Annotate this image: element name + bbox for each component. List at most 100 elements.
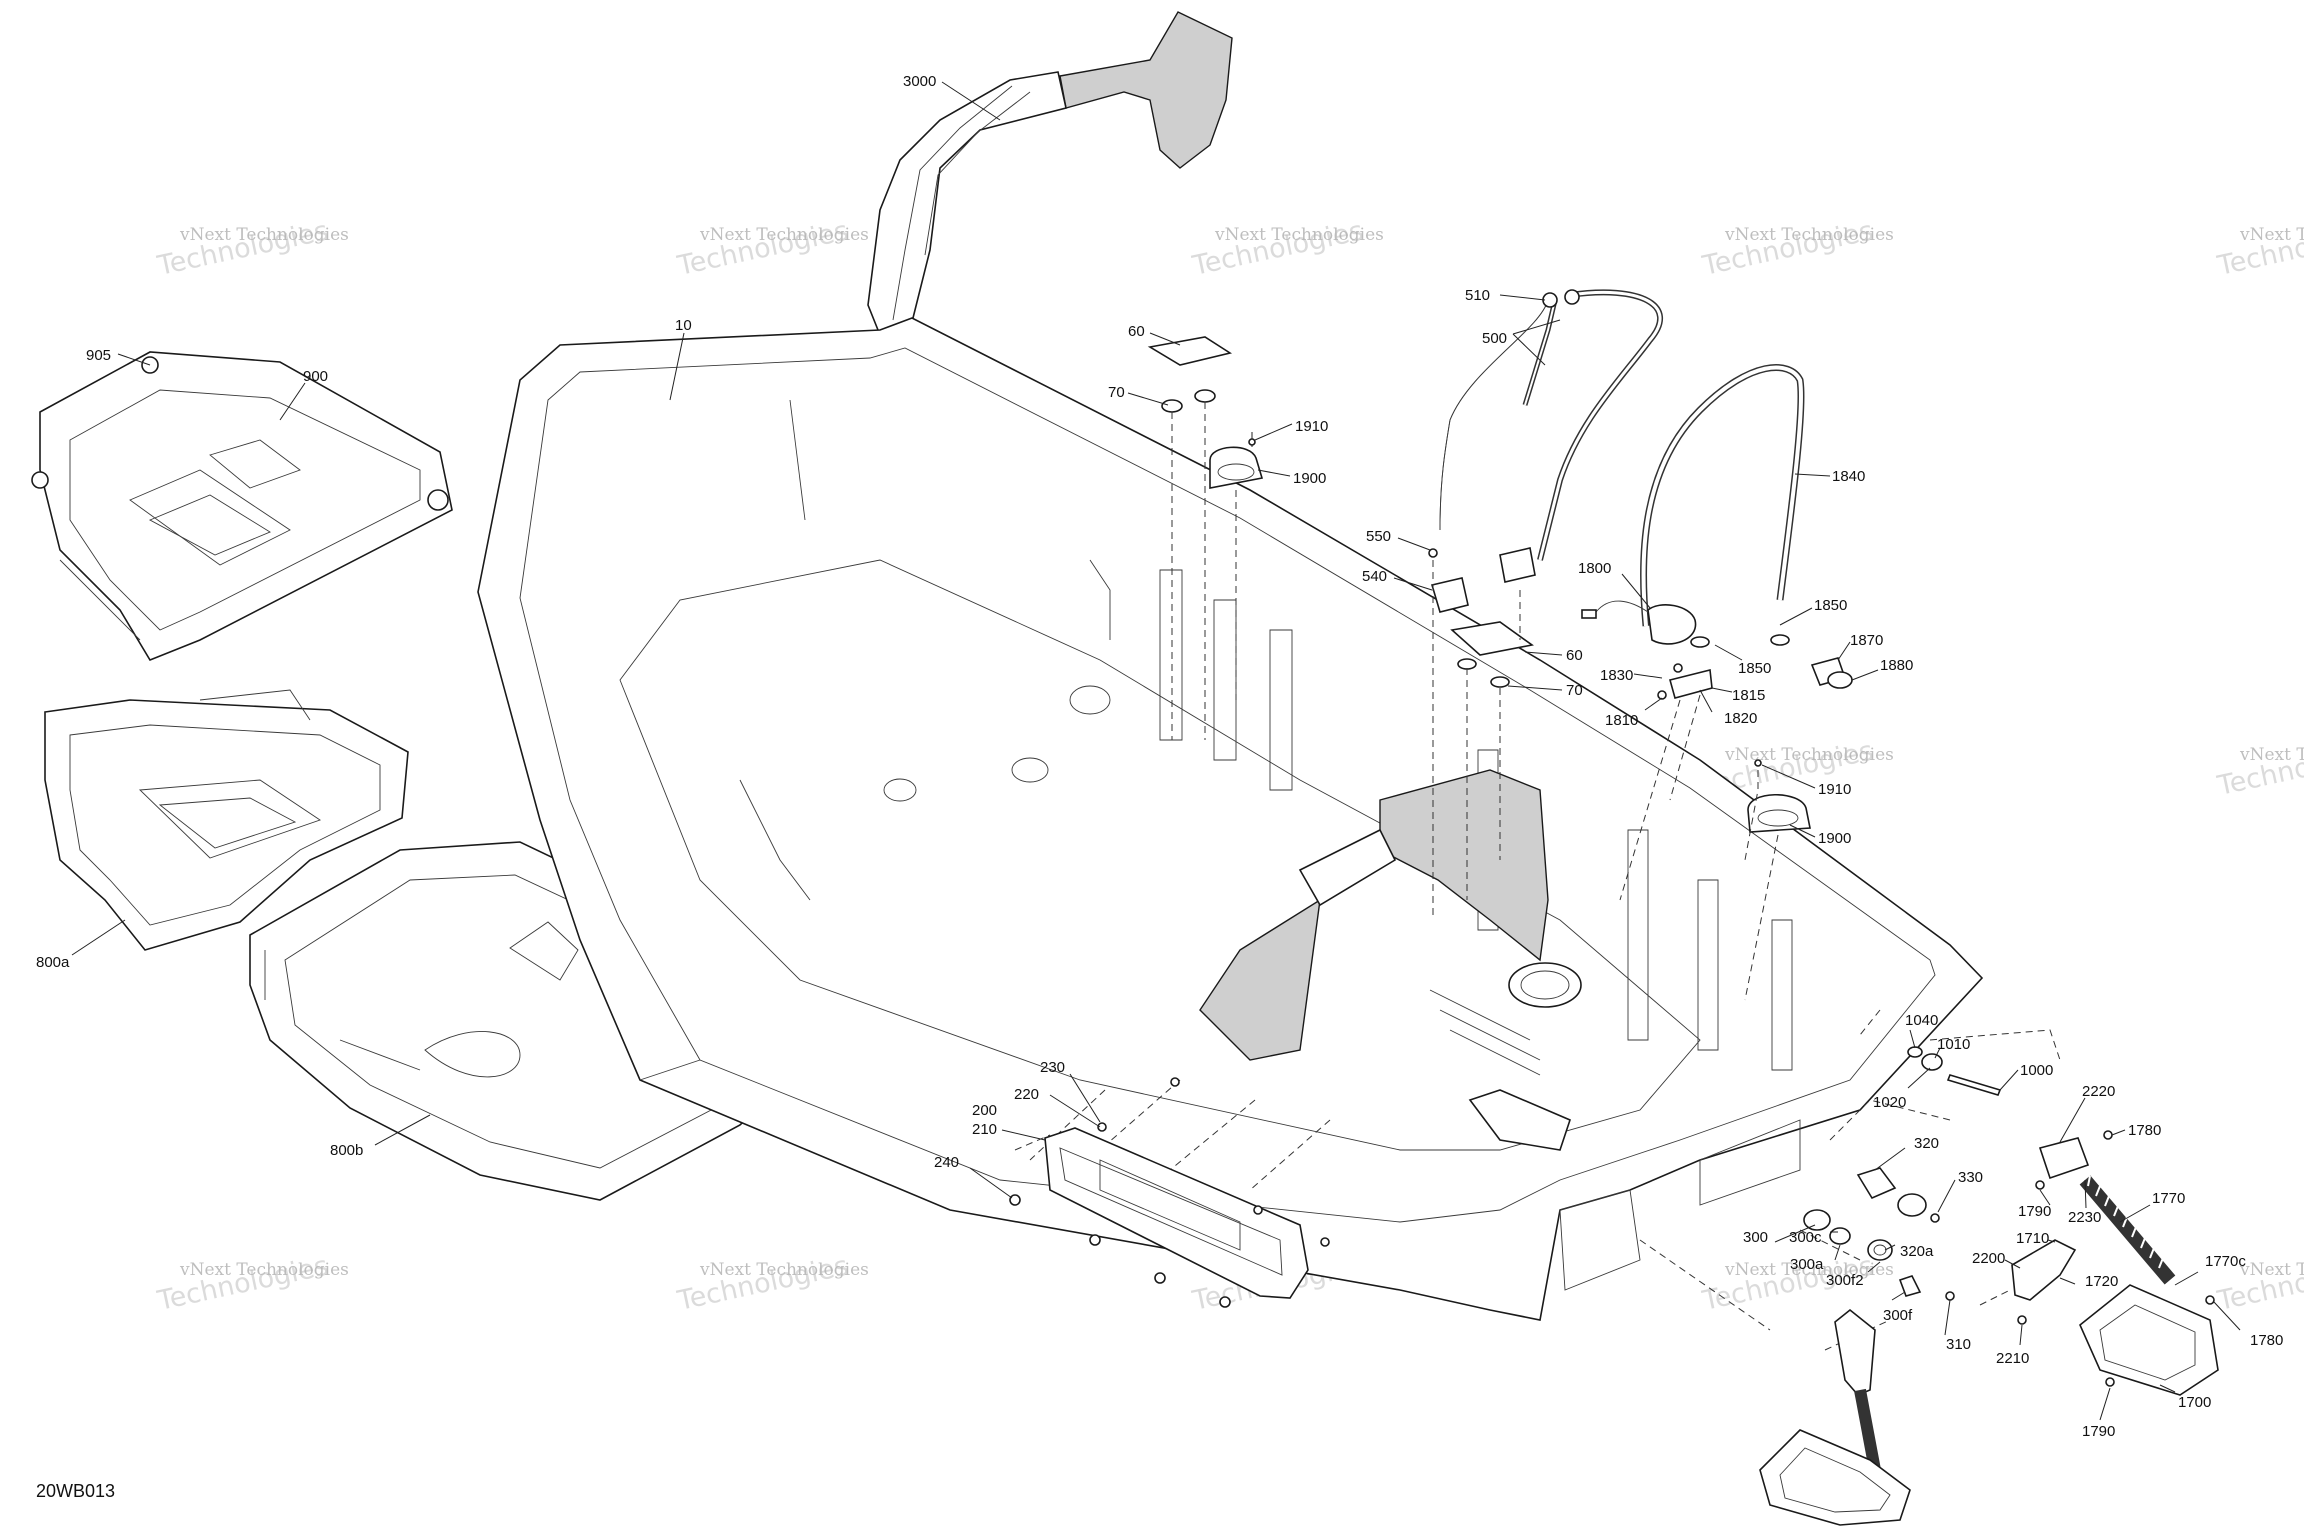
callout-300f: 300f (1883, 1291, 1913, 1324)
svg-text:1790: 1790 (2018, 1203, 2051, 1220)
part-1815-bracket (1669, 669, 1713, 699)
callout-1800: 1800 (1578, 560, 1651, 609)
watermark: vNext Technologies Technologies (674, 215, 869, 282)
svg-text:1040: 1040 (1905, 1012, 1938, 1029)
watermark: vNext Technologies Technologies (1189, 215, 1384, 282)
part-330-screw (1930, 1213, 1940, 1223)
svg-text:510: 510 (1465, 287, 1490, 304)
svg-text:2230: 2230 (2068, 1209, 2101, 1226)
callout-320a: 320a (1884, 1243, 1934, 1260)
watermark: vNext Technologies Technologies (2214, 735, 2304, 802)
assembly-lines (1014, 402, 2061, 1351)
drawing-code: 20WB013 (36, 1481, 115, 1501)
svg-text:1820: 1820 (1724, 710, 1757, 727)
callout-1700: 1700 (2159, 1384, 2211, 1411)
callout-1000: 1000 (1999, 1062, 2053, 1091)
part-550-screw (1428, 548, 1438, 558)
svg-text:1780: 1780 (2250, 1332, 2283, 1349)
callout-1020: 1020 (1873, 1067, 1931, 1111)
svg-text:240: 240 (934, 1154, 959, 1171)
svg-text:1830: 1830 (1600, 667, 1633, 684)
callout-300f2: 300f2 (1826, 1261, 1881, 1289)
svg-text:1815: 1815 (1732, 687, 1765, 704)
svg-text:300: 300 (1743, 1229, 1768, 1246)
svg-text:vNext Technologies: vNext Technologies (699, 225, 869, 245)
callout-1720: 1720 (2059, 1273, 2118, 1290)
part-1800-pump (1581, 600, 1697, 645)
svg-text:905: 905 (86, 347, 111, 364)
watermark: vNext Technologies Technologies (154, 215, 349, 282)
svg-text:1770: 1770 (2152, 1190, 2185, 1207)
svg-text:540: 540 (1362, 568, 1387, 585)
callout-2230: 2230 (2068, 1179, 2101, 1226)
part-1000-bolt (1946, 1074, 2002, 1096)
part-1040-washer (1907, 1046, 1923, 1058)
svg-text:900: 900 (303, 368, 328, 385)
callout-300c: 300c (1789, 1229, 1838, 1246)
svg-text:1900: 1900 (1293, 470, 1326, 487)
svg-text:1800: 1800 (1578, 560, 1611, 577)
callout-230: 230 (1040, 1059, 1101, 1123)
svg-text:1850: 1850 (1738, 660, 1771, 677)
part-2220-bracket (2038, 1137, 2090, 1180)
part-230-screws (1097, 1077, 1330, 1247)
svg-text:500: 500 (1482, 330, 1507, 347)
reboarding-ladder-assembly (1759, 1308, 1911, 1526)
part-900-tray (31, 351, 453, 661)
svg-text:vNext Technologies: vNext Technologies (1724, 1260, 1894, 1280)
svg-text:320a: 320a (1900, 1243, 1934, 1260)
part-60-plate-a (1147, 336, 1233, 366)
svg-text:330: 330 (1958, 1169, 1983, 1186)
part-1900-mount-a (1209, 432, 1264, 489)
svg-text:800a: 800a (36, 954, 70, 971)
svg-text:1910: 1910 (1818, 781, 1851, 798)
callout-1780-a: 1780 (2111, 1122, 2161, 1139)
svg-text:1870: 1870 (1850, 632, 1883, 649)
part-540-valve (1430, 547, 1536, 613)
svg-text:1900: 1900 (1818, 830, 1851, 847)
part-1010-bushing (1921, 1053, 1943, 1071)
callout-1820: 1820 (1699, 689, 1757, 727)
callout-1850-a: 1850 (1779, 597, 1847, 626)
part-1700-step (2079, 1284, 2219, 1396)
part-300a-seal (1829, 1227, 1851, 1245)
svg-text:vNext Technologies: vNext Technologies (179, 1260, 349, 1280)
svg-text:vNext Technologies: vNext Technologies (1724, 225, 1894, 245)
svg-text:1840: 1840 (1832, 468, 1865, 485)
svg-text:10: 10 (675, 317, 692, 334)
callout-1830: 1830 (1600, 667, 1663, 684)
callout-310: 310 (1944, 1299, 1971, 1353)
part-1810-screw (1657, 663, 1683, 700)
callout-2200: 2200 (1972, 1250, 2021, 1269)
callout-1900-a: 1900 (1257, 469, 1326, 487)
svg-text:vNext Technologies: vNext Technologies (2239, 745, 2304, 765)
svg-text:1780: 1780 (2128, 1122, 2161, 1139)
callout-210: 210 (972, 1121, 1046, 1141)
part-2210-screw (2017, 1315, 2027, 1325)
callout-200: 200 (972, 1102, 997, 1119)
svg-text:vNext Technologies: vNext Technologies (1724, 745, 1894, 765)
svg-text:60: 60 (1566, 647, 1583, 664)
part-3000-bracket (867, 11, 1233, 336)
callout-510: 510 (1465, 287, 1546, 304)
callout-240: 240 (934, 1154, 1013, 1199)
svg-text:70: 70 (1108, 384, 1125, 401)
callout-2220: 2220 (2059, 1083, 2115, 1143)
callout-1910-a: 1910 (1254, 418, 1328, 441)
part-310-clamp (1945, 1291, 1955, 1301)
svg-text:1770c: 1770c (2205, 1253, 2246, 1270)
svg-text:220: 220 (1014, 1086, 1039, 1103)
part-70-washers-a (1161, 389, 1216, 413)
callout-1770: 1770 (2119, 1190, 2185, 1223)
svg-text:210: 210 (972, 1121, 997, 1138)
callout-1840: 1840 (1794, 468, 1865, 485)
callout-905: 905 (86, 347, 151, 366)
svg-text:3000: 3000 (903, 73, 936, 90)
svg-text:1850: 1850 (1814, 597, 1847, 614)
part-800a-insert (44, 689, 409, 951)
callout-1780-b: 1780 (2213, 1301, 2283, 1349)
svg-text:2210: 2210 (1996, 1350, 2029, 1367)
part-240-screws (1009, 1194, 1231, 1308)
callout-320: 320 (1874, 1135, 1939, 1171)
